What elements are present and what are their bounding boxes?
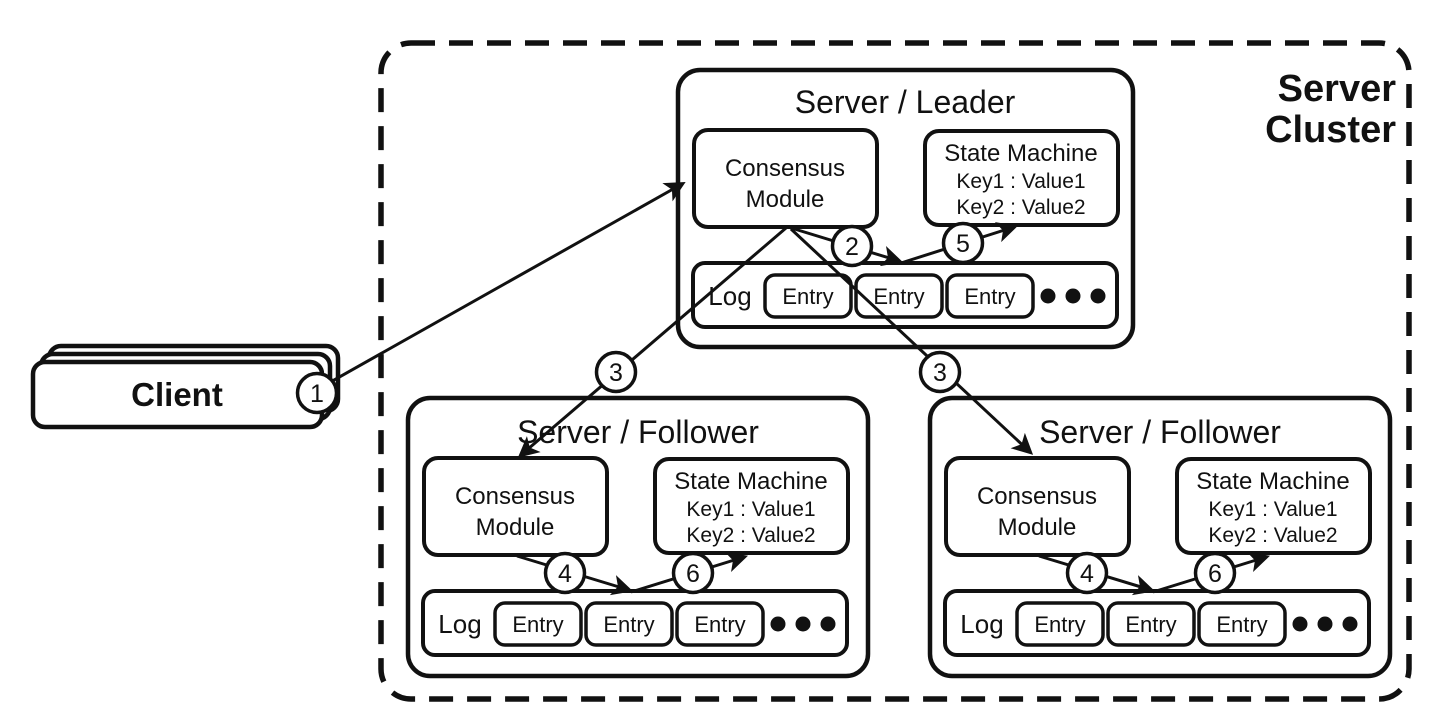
follower-right-log-entry-box <box>1015 601 1105 647</box>
leader-log-entry-box <box>945 273 1035 319</box>
follower-right-log-entry-box <box>1106 601 1196 647</box>
arrow-client-to-leader <box>326 181 686 386</box>
follower-left-state-machine-box <box>653 457 850 555</box>
follower-left-state-machine: State Machine Key1 : Value1 Key2 : Value… <box>653 457 850 555</box>
client-stack: Client <box>30 343 341 430</box>
follower-left-log-entry-box <box>493 601 583 647</box>
server-follower-right-title: Server / Follower <box>1039 414 1281 450</box>
leader-log-entry-label: Entry <box>964 284 1015 309</box>
leader-log-entry-box <box>763 273 853 319</box>
server-leader: Server / Leader Consensus Module State M… <box>675 67 1136 350</box>
follower-left-log-entry-label: Entry <box>603 612 654 637</box>
leader-log: Log Entry Entry Entry <box>691 261 1119 329</box>
leader-consensus-module-label-line1: Consensus <box>725 155 845 182</box>
step-badge-6-right-label: 6 <box>1208 560 1222 588</box>
step-badge-5: 5 <box>941 221 985 265</box>
leader-state-machine-box <box>923 129 1120 227</box>
follower-left-consensus-module-box <box>422 456 609 557</box>
server-leader-title: Server / Leader <box>795 84 1016 120</box>
follower-right-consensus-module-label-line2: Module <box>998 514 1077 541</box>
step-badge-6-left: 6 <box>671 551 715 595</box>
leader-consensus-module-box <box>692 128 879 229</box>
server-follower-left: Server / Follower Consensus Module State… <box>405 395 871 679</box>
step-badge-6-right: 6 <box>1193 551 1237 595</box>
step-badge-4-right-label: 4 <box>1080 560 1094 588</box>
step-badge-1-label: 1 <box>310 380 324 408</box>
follower-right-state-machine-title: State Machine <box>1196 468 1349 495</box>
step-badge-3-left-label: 3 <box>609 359 623 387</box>
follower-left-log-entry-label: Entry <box>694 612 745 637</box>
step-badge-4-left: 4 <box>543 551 587 595</box>
leader-consensus-module-label-line2: Module <box>746 186 825 213</box>
follower-right-log: Log Entry Entry Entry <box>943 589 1371 657</box>
follower-left-consensus-module: Consensus Module <box>422 456 609 557</box>
follower-left-state-machine-row: Key2 : Value2 <box>686 524 815 547</box>
server-cluster-label-line1: Server <box>1278 68 1397 110</box>
follower-left-log-ellipsis-icon <box>770 616 836 632</box>
follower-right-state-machine-row: Key1 : Value1 <box>1208 498 1337 521</box>
follower-right-log-entry-box <box>1197 601 1287 647</box>
follower-left-state-machine-row: Key1 : Value1 <box>686 498 815 521</box>
follower-left-log-label: Log <box>438 609 481 639</box>
step-badge-3-right-label: 3 <box>933 359 947 387</box>
arrow-replicate-to-follower-left <box>517 226 787 458</box>
leader-log-entry-label: Entry <box>782 284 833 309</box>
follower-right-consensus-module: Consensus Module <box>944 456 1131 557</box>
follower-right-consensus-module-label-line1: Consensus <box>977 483 1097 510</box>
follower-left-consensus-module-label-line2: Module <box>476 514 555 541</box>
follower-right-consensus-module-box <box>944 456 1131 557</box>
step-badge-6-left-label: 6 <box>686 560 700 588</box>
leader-log-entry-box <box>854 273 944 319</box>
step-badge-4-left-label: 4 <box>558 560 572 588</box>
leader-state-machine: State Machine Key1 : Value1 Key2 : Value… <box>923 129 1120 227</box>
follower-left-state-machine-title: State Machine <box>674 468 827 495</box>
follower-right-log-ellipsis-icon <box>1292 616 1358 632</box>
server-cluster-boundary <box>378 40 1412 702</box>
follower-left-log-entry-box <box>584 601 674 647</box>
leader-state-machine-row: Key1 : Value1 <box>956 170 1085 193</box>
leader-log-label: Log <box>708 281 751 311</box>
step-badge-3-left: 3 <box>594 350 638 394</box>
follower-right-log-label: Log <box>960 609 1003 639</box>
server-cluster-label: Server Cluster <box>1265 68 1396 151</box>
leader-consensus-module: Consensus Module <box>692 128 879 229</box>
server-follower-right: Server / Follower Consensus Module State… <box>927 395 1393 679</box>
follower-right-log-entry-label: Entry <box>1034 612 1085 637</box>
leader-state-machine-row: Key2 : Value2 <box>956 196 1085 219</box>
follower-left-log: Log Entry Entry Entry <box>421 589 849 657</box>
step-badge-4-right: 4 <box>1065 551 1109 595</box>
step-badge-1: 1 <box>295 371 339 415</box>
follower-right-state-machine-box <box>1175 457 1372 555</box>
leader-log-entry-label: Entry <box>873 284 924 309</box>
step-badge-5-label: 5 <box>956 230 970 258</box>
arrow-replicate-to-follower-right <box>789 227 1034 455</box>
follower-right-state-machine-row: Key2 : Value2 <box>1208 524 1337 547</box>
step-badge-2: 2 <box>830 224 874 268</box>
follower-left-log-entry-box <box>675 601 765 647</box>
step-badge-2-label: 2 <box>845 233 859 261</box>
client-label: Client <box>131 376 223 413</box>
follower-left-log-entry-label: Entry <box>512 612 563 637</box>
leader-state-machine-title: State Machine <box>944 140 1097 167</box>
follower-right-log-entry-label: Entry <box>1125 612 1176 637</box>
follower-right-state-machine: State Machine Key1 : Value1 Key2 : Value… <box>1175 457 1372 555</box>
server-cluster-label-line2: Cluster <box>1265 109 1396 151</box>
follower-right-log-entry-label: Entry <box>1216 612 1267 637</box>
server-follower-left-title: Server / Follower <box>517 414 759 450</box>
step-badge-3-right: 3 <box>918 350 962 394</box>
follower-left-consensus-module-label-line1: Consensus <box>455 483 575 510</box>
leader-log-ellipsis-icon <box>1040 288 1106 304</box>
